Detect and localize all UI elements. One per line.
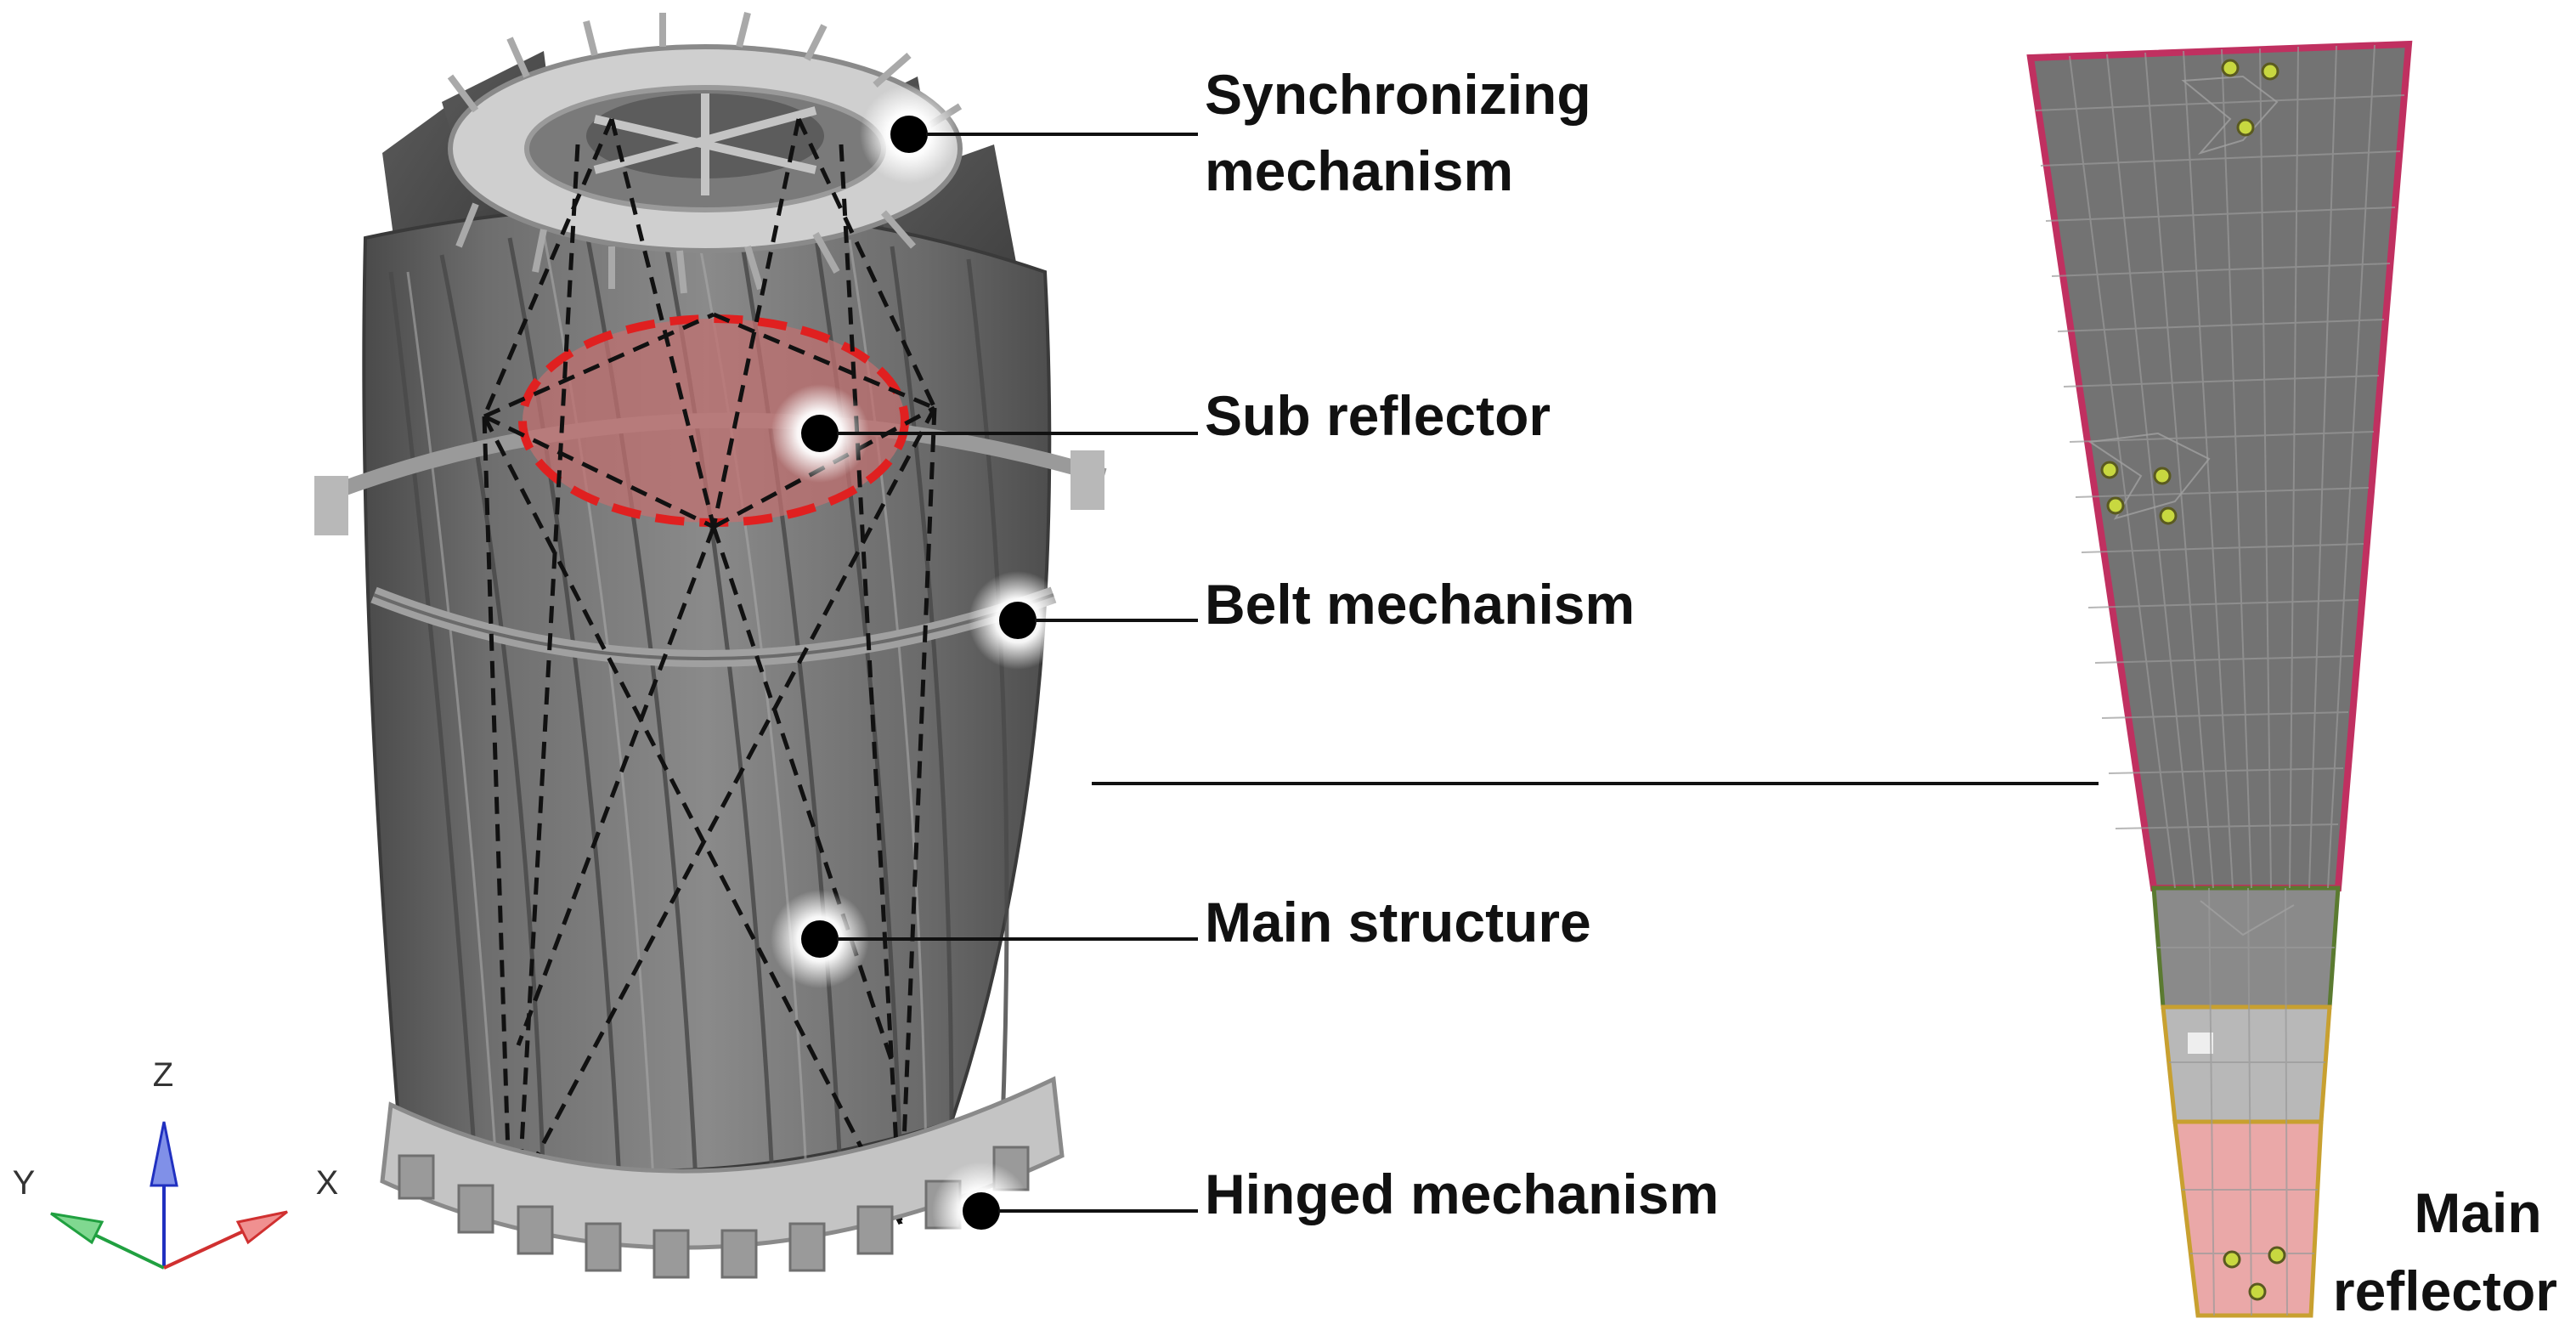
mesh-band-2 xyxy=(2161,1004,2332,1124)
mesh-node-markers xyxy=(2100,59,2286,1301)
mesh-tip xyxy=(2172,1119,2324,1318)
axis-y-label: Y xyxy=(13,1164,36,1202)
callout-main-structure xyxy=(771,890,1198,988)
mesh-highlight-cell xyxy=(2188,1033,2213,1054)
label-sub-reflector: Sub reflector xyxy=(1205,384,1551,447)
label-synchronizing-line2: mechanism xyxy=(1205,139,1513,202)
callout-belt xyxy=(969,571,1198,670)
label-belt-mechanism: Belt mechanism xyxy=(1205,573,1635,636)
callout-sub-reflector xyxy=(771,384,1198,483)
label-synchronizing: Synchronizing mechanism xyxy=(1205,63,1607,202)
y-arrow-head xyxy=(50,1212,105,1245)
main-reflector-mesh xyxy=(2026,40,2413,1318)
axis-x-label: X xyxy=(316,1164,339,1202)
callout-labels: Synchronizing mechanism Sub reflector Be… xyxy=(1205,63,2557,1322)
support-cables xyxy=(482,117,937,1225)
label-main-reflector: Main reflector xyxy=(2333,1181,2557,1322)
callout-markers xyxy=(771,85,2099,1260)
label-main-reflector-line1: Main xyxy=(2414,1181,2541,1244)
label-main-reflector-line2: reflector xyxy=(2333,1259,2557,1322)
mesh-triangulation xyxy=(2087,75,2295,936)
callout-synchronizing xyxy=(860,85,1198,184)
axes-triad: Z Y X xyxy=(13,1056,339,1270)
antenna-structure xyxy=(314,12,1107,1279)
axis-z-label: Z xyxy=(153,1056,173,1094)
label-hinged-mechanism: Hinged mechanism xyxy=(1205,1163,1719,1225)
z-arrow-head xyxy=(150,1121,178,1187)
hinged-ring xyxy=(380,1076,1065,1279)
mesh-grid-lines xyxy=(2035,44,2405,1316)
x-arrow-head xyxy=(235,1210,288,1245)
callout-hinged xyxy=(932,1162,1198,1260)
label-main-structure: Main structure xyxy=(1205,891,1591,953)
label-synchronizing-line1: Synchronizing xyxy=(1205,63,1591,126)
